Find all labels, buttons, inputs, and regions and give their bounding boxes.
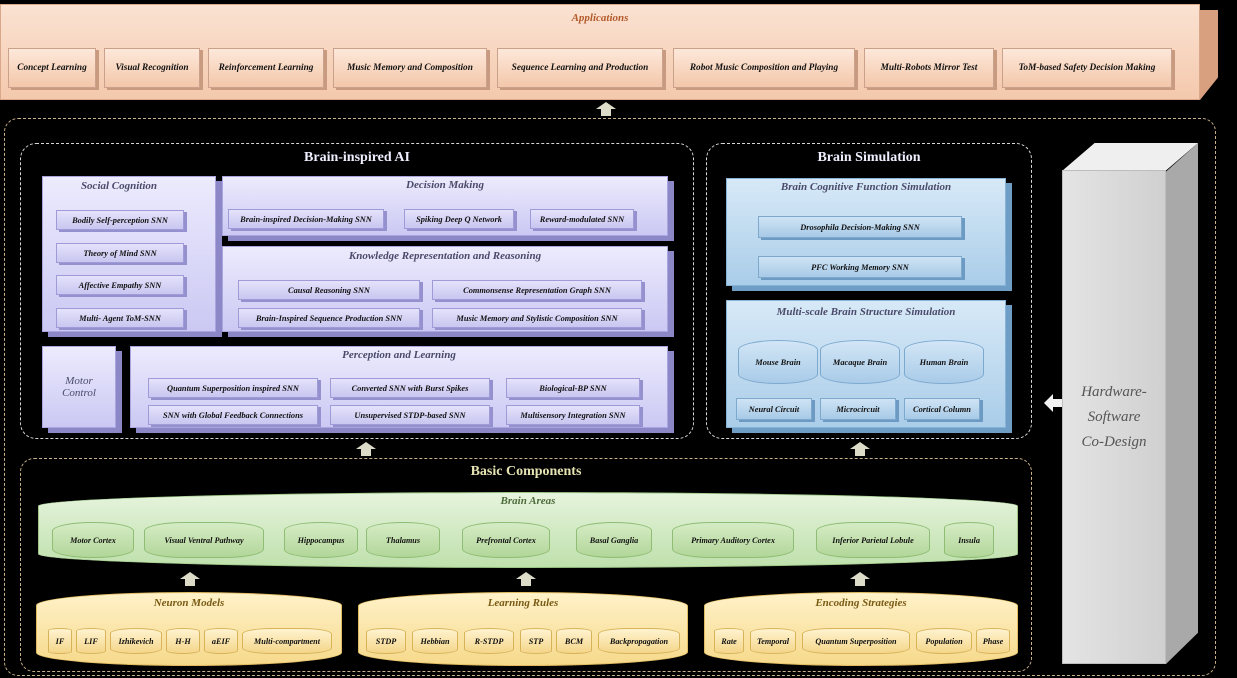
arrow-up-icon bbox=[180, 572, 200, 586]
app-music-memory: Music Memory and Composition bbox=[333, 48, 487, 88]
arrow-up-icon bbox=[356, 442, 376, 456]
motor-control-line1: Motor bbox=[65, 375, 93, 387]
applications-panel-side bbox=[1200, 10, 1218, 100]
hardware-software-box: Hardware- Software Co-Design bbox=[1062, 170, 1166, 664]
social-item-tom: Theory of Mind SNN bbox=[56, 243, 184, 263]
decision-making-title: Decision Making bbox=[406, 179, 484, 191]
cognitive-sim-title: Brain Cognitive Function Simulation bbox=[780, 181, 952, 193]
social-cognition-title: Social Cognition bbox=[80, 180, 158, 192]
perception-item-quantum: Quantum Superposition inspired SNN bbox=[148, 378, 318, 398]
app-sequence-learning: Sequence Learning and Production bbox=[497, 48, 663, 88]
encoding-title: Encoding Strategies bbox=[815, 597, 907, 609]
social-item-empathy: Affective Empathy SNN bbox=[56, 275, 184, 295]
app-robot-music: Robot Music Composition and Playing bbox=[673, 48, 855, 88]
applications-title: Applications bbox=[571, 12, 629, 24]
encoding-population: Population bbox=[916, 628, 972, 654]
level-cortical-column: Cortical Column bbox=[904, 398, 980, 420]
perception-item-stdp: Unsupervised STDP-based SNN bbox=[330, 405, 490, 425]
neuron-lif: LIF bbox=[76, 628, 106, 654]
area-insula: Insula bbox=[944, 522, 994, 558]
perception-item-converted: Converted SNN with Burst Spikes bbox=[330, 378, 490, 398]
brain-ai-title: Brain-inspired AI bbox=[304, 150, 410, 165]
outer-frame bbox=[4, 118, 1216, 676]
neuron-multi-compartment: Multi-compartment bbox=[242, 628, 332, 654]
level-neural-circuit: Neural Circuit bbox=[736, 398, 812, 420]
decision-item-spiking-dqn: Spiking Deep Q Network bbox=[404, 209, 514, 229]
app-visual-recognition: Visual Recognition bbox=[104, 48, 200, 88]
arrow-up-icon bbox=[850, 572, 870, 586]
decision-item-reward: Reward-modulated SNN bbox=[530, 209, 634, 229]
app-concept-learning: Concept Learning bbox=[8, 48, 96, 88]
brain-sim-frame bbox=[706, 143, 1032, 439]
social-item-bodily: Bodily Self-perception SNN bbox=[56, 210, 184, 230]
cognitive-item-drosophila: Drosophila Decision-Making SNN bbox=[758, 216, 962, 238]
rule-backpropagation: Backpropagation bbox=[598, 628, 680, 654]
app-reinforcement-learning: Reinforcement Learning bbox=[208, 48, 324, 88]
arrow-up-icon bbox=[516, 572, 536, 586]
area-hippocampus: Hippocampus bbox=[284, 522, 358, 558]
learning-rules-title: Learning Rules bbox=[487, 597, 559, 609]
brain-areas-title: Brain Areas bbox=[500, 495, 556, 507]
knowledge-item-causal: Causal Reasoning SNN bbox=[238, 280, 420, 300]
knowledge-item-commonsense: Commonsense Representation Graph SNN bbox=[432, 280, 642, 300]
encoding-phase: Phase bbox=[976, 628, 1010, 654]
area-basal-ganglia: Basal Ganglia bbox=[576, 522, 652, 558]
brain-human: Human Brain bbox=[904, 340, 984, 384]
arrow-up-icon bbox=[850, 442, 870, 456]
app-multi-robots-mirror: Multi-Robots Mirror Test bbox=[864, 48, 994, 88]
area-motor-cortex: Motor Cortex bbox=[52, 522, 134, 558]
social-item-multi-agent: Multi- Agent ToM-SNN bbox=[56, 308, 184, 328]
brain-ai-frame bbox=[20, 143, 694, 439]
level-microcircuit: Microcircuit bbox=[820, 398, 896, 420]
neuron-if: IF bbox=[48, 628, 72, 654]
arrow-up-icon bbox=[596, 102, 616, 116]
rule-hebbian: Hebbian bbox=[412, 628, 458, 654]
brain-macaque: Macaque Brain bbox=[820, 340, 900, 384]
neuron-hh: H-H bbox=[166, 628, 200, 654]
hardware-line1: Hardware- bbox=[1081, 383, 1147, 400]
basic-frame bbox=[20, 458, 1032, 672]
cognitive-item-pfc: PFC Working Memory SNN bbox=[758, 256, 962, 278]
neuron-aeif: aEIF bbox=[204, 628, 238, 654]
area-thalamus: Thalamus bbox=[366, 522, 440, 558]
perception-item-multisensory: Multisensory Integration SNN bbox=[506, 405, 640, 425]
multiscale-sim-title: Multi-scale Brain Structure Simulation bbox=[776, 306, 956, 318]
encoding-temporal: Temporal bbox=[750, 628, 796, 654]
basic-title: Basic Components bbox=[470, 464, 582, 479]
perception-item-biological-bp: Biological-BP SNN bbox=[506, 378, 640, 398]
neuron-models-title: Neuron Models bbox=[153, 597, 225, 609]
perception-item-global-feedback: SNN with Global Feedback Connections bbox=[148, 405, 318, 425]
motor-control-box: Motor Control bbox=[42, 346, 116, 428]
perception-title: Perception and Learning bbox=[342, 349, 456, 361]
rule-stdp: STDP bbox=[366, 628, 406, 654]
area-parietal: Inferior Parietal Lobule bbox=[816, 522, 930, 558]
encoding-quantum: Quantum Superposition bbox=[802, 628, 910, 654]
rule-stp: STP bbox=[520, 628, 552, 654]
rule-bcm: BCM bbox=[556, 628, 592, 654]
hardware-side bbox=[1166, 143, 1198, 664]
brain-mouse: Mouse Brain bbox=[738, 340, 818, 384]
rule-r-stdp: R-STDP bbox=[464, 628, 514, 654]
brain-sim-title: Brain Simulation bbox=[817, 150, 921, 165]
decision-item-brain-inspired: Brain-inspired Decision-Making SNN bbox=[228, 209, 384, 229]
area-auditory: Primary Auditory Cortex bbox=[672, 522, 794, 558]
neuron-izhikevich: Izhikevich bbox=[110, 628, 162, 654]
app-tom-safety: ToM-based Safety Decision Making bbox=[1002, 48, 1172, 88]
hardware-line2: Software bbox=[1087, 408, 1141, 425]
knowledge-item-sequence: Brain-Inspired Sequence Production SNN bbox=[238, 308, 420, 328]
knowledge-item-music: Music Memory and Stylistic Composition S… bbox=[432, 308, 642, 328]
knowledge-title: Knowledge Representation and Reasoning bbox=[348, 250, 542, 262]
area-prefrontal: Prefrontal Cortex bbox=[462, 522, 550, 558]
encoding-rate: Rate bbox=[714, 628, 744, 654]
motor-control-line2: Control bbox=[62, 387, 96, 399]
hardware-line3: Co-Design bbox=[1081, 433, 1147, 450]
area-visual-ventral: Visual Ventral Pathway bbox=[144, 522, 264, 558]
